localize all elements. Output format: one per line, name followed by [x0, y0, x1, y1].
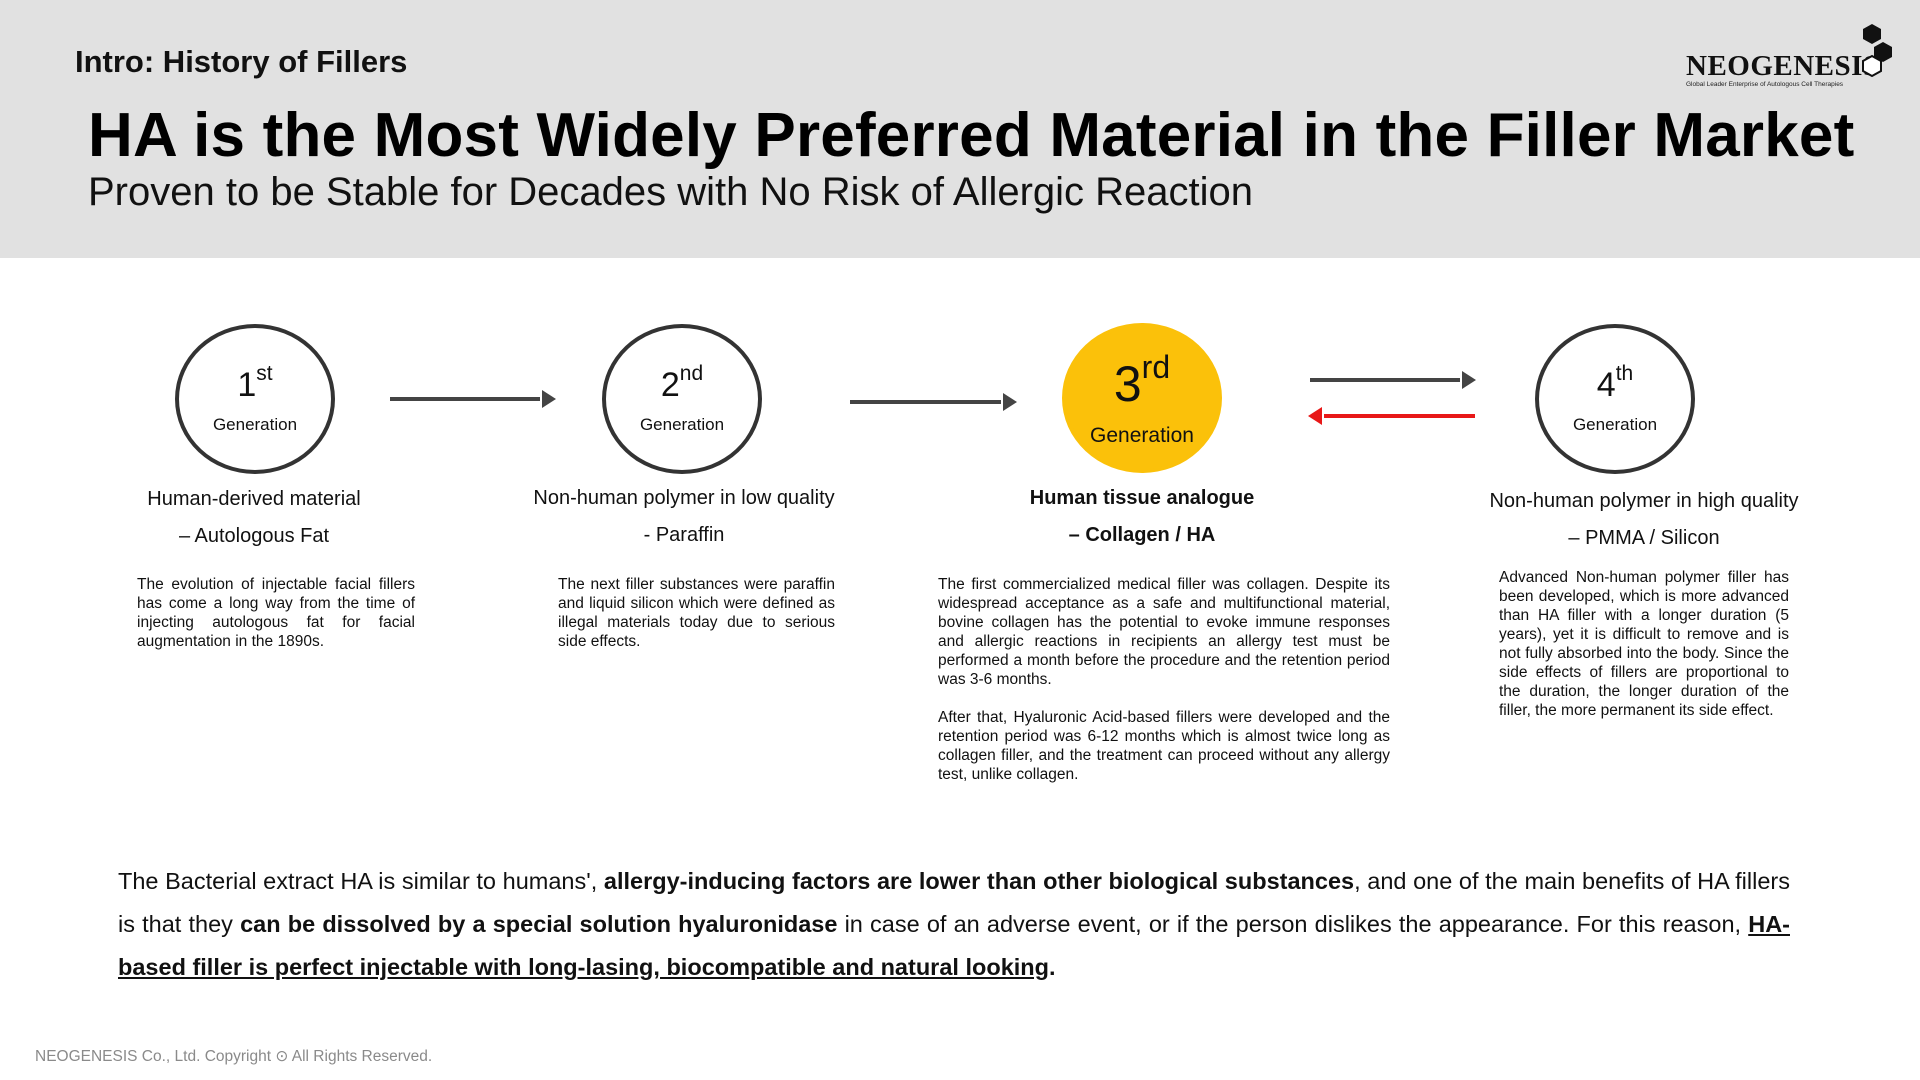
generation-3-circle: 3rd Generation: [1062, 323, 1222, 473]
generation-2-label: Generation: [639, 415, 725, 434]
summary-paragraph: The Bacterial extract HA is similar to h…: [118, 868, 1790, 980]
generation-2-number: 2: [660, 366, 680, 404]
generation-1-label: Generation: [212, 415, 298, 434]
copyright-footer: NEOGENESIS Co., Ltd. Copyright ⊙ All Rig…: [35, 1048, 433, 1065]
generation-1-suffix: st: [256, 362, 273, 385]
generation-3-suffix: rd: [1141, 349, 1171, 385]
generation-2-description: The next filler substances were paraffin…: [558, 576, 835, 650]
hexagon-logo-icon: [1862, 24, 1892, 77]
generation-4-material: Non-human polymer in high quality – PMMA…: [1489, 490, 1799, 549]
section-kicker: Intro: History of Fillers: [75, 44, 408, 79]
generation-1-circle: 1st Generation: [175, 324, 335, 474]
generation-4-circle: 4th Generation: [1535, 324, 1695, 474]
arrow-right-icon: [390, 390, 556, 408]
page-subtitle: Proven to be Stable for Decades with No …: [88, 170, 1254, 214]
page-title: HA is the Most Widely Preferred Material…: [88, 101, 1855, 170]
summary-emphasis-hyaluronidase: can be dissolved by a special solution h…: [240, 911, 838, 937]
generation-4-number: 4: [1596, 366, 1616, 404]
generation-4-description: Advanced Non-human polymer filler has be…: [1499, 569, 1789, 719]
generation-3-description: The first commercialized medical filler …: [938, 576, 1390, 783]
generation-1-number: 1: [237, 366, 257, 404]
generation-1-description: The evolution of injectable facial fille…: [137, 576, 415, 650]
arrow-right-icon: [1310, 371, 1476, 389]
generation-3-material: Human tissue analogue – Collagen / HA: [1029, 487, 1255, 546]
arrow-left-red-icon: [1308, 407, 1475, 425]
header-band: Intro: History of Fillers HA is the Most…: [0, 0, 1920, 258]
neogenesis-logo: NEOGENESIS Global Leader Enterprise of A…: [1680, 22, 1895, 92]
arrow-right-icon: [850, 393, 1017, 411]
generation-3-label: Generation: [1090, 424, 1194, 447]
summary-emphasis-allergy: allergy-inducing factors are lower than …: [603, 868, 1355, 894]
generation-1-material: Human-derived material – Autologous Fat: [147, 488, 361, 547]
generation-4-suffix: th: [1615, 362, 1634, 385]
summary-conclusion: HA-based filler is perfect injectable wi…: [118, 911, 1790, 980]
generation-2-circle: 2nd Generation: [602, 324, 762, 474]
generation-2-suffix: nd: [679, 362, 704, 385]
generation-4-label: Generation: [1572, 415, 1658, 434]
logo-wordmark: NEOGENESIS: [1686, 50, 1880, 82]
generation-3-number: 3: [1113, 356, 1142, 412]
logo-tagline: Global Leader Enterprise of Autologous C…: [1686, 81, 1844, 88]
generation-2-material: Non-human polymer in low quality - Paraf…: [533, 487, 835, 546]
